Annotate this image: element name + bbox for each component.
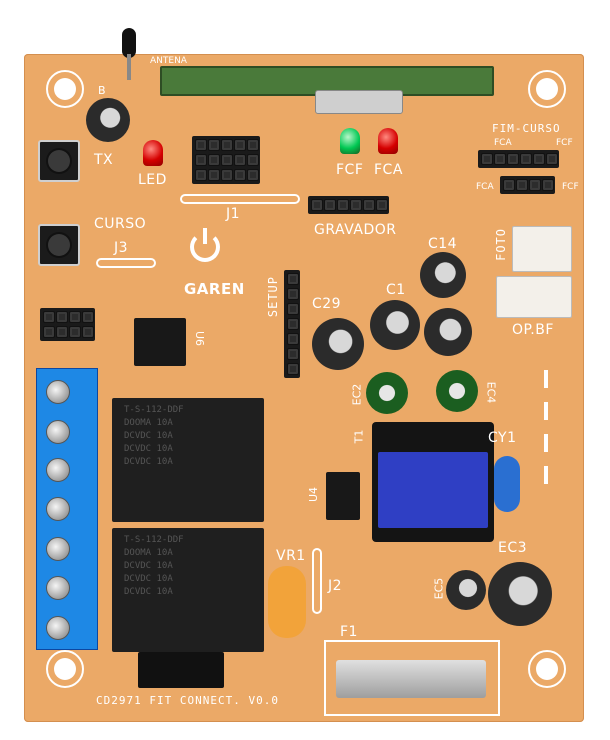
silk-marker xyxy=(544,370,548,388)
setup-label: SETUP xyxy=(266,276,280,318)
capacitor-ec2 xyxy=(366,372,408,414)
capacitor-c29 xyxy=(312,318,364,370)
capacitor-cy1 xyxy=(494,456,520,512)
u6-label: U6 xyxy=(193,330,207,347)
capacitor-c14 xyxy=(420,252,466,298)
gravador-pin-header[interactable] xyxy=(308,196,389,214)
led-red-fca xyxy=(378,128,398,154)
terminal-screw[interactable] xyxy=(46,380,70,404)
relay-top: T-S-112-DDF DOOMA 10A DCVDC 10A DCVDC 10… xyxy=(112,398,264,522)
t1-label: T1 xyxy=(352,429,366,444)
c14-label: C14 xyxy=(428,236,458,252)
regulator xyxy=(138,652,224,688)
pin-header-4x2[interactable] xyxy=(40,308,95,341)
ec5-label: EC5 xyxy=(432,577,446,600)
foto-connector[interactable] xyxy=(512,226,572,272)
capacitor xyxy=(86,98,130,142)
vr1-label: VR1 xyxy=(276,548,306,564)
c29-label: C29 xyxy=(312,296,342,312)
silk-marker xyxy=(544,466,548,484)
op-bf-label: OP.BF xyxy=(512,322,554,338)
capacitor-ec5 xyxy=(446,570,486,610)
ic-u6 xyxy=(134,318,186,366)
c1-label: C1 xyxy=(386,282,406,298)
fim-curso-header-top[interactable] xyxy=(478,150,559,168)
relay-text-line: DCVDC 10A xyxy=(124,457,173,467)
varistor-vr1 xyxy=(268,566,306,638)
mounting-hole xyxy=(528,70,566,108)
cap-label: B xyxy=(98,84,107,97)
ec2-label: EC2 xyxy=(350,383,364,406)
ic-u4 xyxy=(326,472,360,520)
relay-text-line: DCVDC 10A xyxy=(124,431,173,441)
antenna-sensor xyxy=(122,28,136,58)
relay-text-line: DOOMA 10A xyxy=(124,548,173,558)
fuse-f1 xyxy=(336,660,486,698)
u4-label: U4 xyxy=(307,486,321,503)
mounting-hole xyxy=(46,70,84,108)
relay-text-line: T-S-112-DDF xyxy=(124,405,184,415)
j2-label: J2 xyxy=(328,578,343,594)
mounting-hole xyxy=(528,650,566,688)
led-label: LED xyxy=(138,172,167,188)
terminal-screw[interactable] xyxy=(46,537,70,561)
fca-small-label: FCA xyxy=(494,138,512,148)
j3-label: J3 xyxy=(114,240,129,256)
led-green-fcf xyxy=(340,128,360,154)
terminal-screw[interactable] xyxy=(46,458,70,482)
j1-label: J1 xyxy=(226,206,241,222)
antena-label: ANTENA xyxy=(150,56,187,66)
relay-text-line: DOOMA 10A xyxy=(124,418,173,428)
fuse-outline xyxy=(324,640,500,716)
curso-label: CURSO xyxy=(94,216,147,232)
fca-label: FCA xyxy=(374,162,403,178)
foto-label: FOTO xyxy=(494,228,508,261)
curso-push-button[interactable] xyxy=(38,224,80,266)
cy1-label: CY1 xyxy=(488,430,517,446)
terminal-screw[interactable] xyxy=(46,420,70,444)
tx-label: TX xyxy=(94,152,114,168)
terminal-screw[interactable] xyxy=(46,497,70,521)
capacitor-c1 xyxy=(370,300,420,350)
led-red xyxy=(143,140,163,166)
terminal-screw[interactable] xyxy=(46,576,70,600)
gravador-label: GRAVADOR xyxy=(314,222,397,238)
fca-small-label-2: FCA xyxy=(476,182,494,192)
relay-text-line: DCVDC 10A xyxy=(124,587,173,597)
silk-marker xyxy=(544,434,548,452)
f1-label: F1 xyxy=(340,624,358,640)
fcf-small-label-2: FCF xyxy=(562,182,579,192)
relay-text-line: DCVDC 10A xyxy=(124,444,173,454)
antenna-lead xyxy=(127,54,131,80)
op-bf-connector[interactable] xyxy=(496,276,572,318)
fim-curso-header-bottom[interactable] xyxy=(500,176,555,194)
jumper-outline xyxy=(180,194,300,204)
relay-text-line: DCVDC 10A xyxy=(124,561,173,571)
crystal-oscillator xyxy=(315,90,403,114)
board-footer-label: CD2971 FIT CONNECT. V0.0 xyxy=(96,694,279,707)
ec3-label: EC3 xyxy=(498,540,528,556)
j1-pin-header[interactable] xyxy=(192,136,260,184)
silk-marker xyxy=(544,402,548,420)
tx-push-button[interactable] xyxy=(38,140,80,182)
jumper-outline xyxy=(312,548,322,614)
capacitor-c3 xyxy=(424,308,472,356)
garen-logo-bar xyxy=(203,228,207,244)
relay-text-line: DCVDC 10A xyxy=(124,574,173,584)
capacitor-ec3 xyxy=(488,562,552,626)
relay-text-line: T-S-112-DDF xyxy=(124,535,184,545)
fcf-label: FCF xyxy=(336,162,364,178)
transformer-t1 xyxy=(378,452,488,528)
garen-logo-icon xyxy=(190,232,220,262)
mounting-hole xyxy=(46,650,84,688)
ec4-label: EC4 xyxy=(484,381,498,404)
garen-logo-text: GAREN xyxy=(184,280,245,298)
fim-curso-label: FIM-CURSO xyxy=(492,122,561,135)
capacitor-ec4 xyxy=(436,370,478,412)
setup-pin-header[interactable] xyxy=(284,270,300,378)
fcf-small-label: FCF xyxy=(556,138,573,148)
jumper-outline xyxy=(96,258,156,268)
terminal-screw[interactable] xyxy=(46,616,70,640)
relay-bottom: T-S-112-DDF DOOMA 10A DCVDC 10A DCVDC 10… xyxy=(112,528,264,652)
